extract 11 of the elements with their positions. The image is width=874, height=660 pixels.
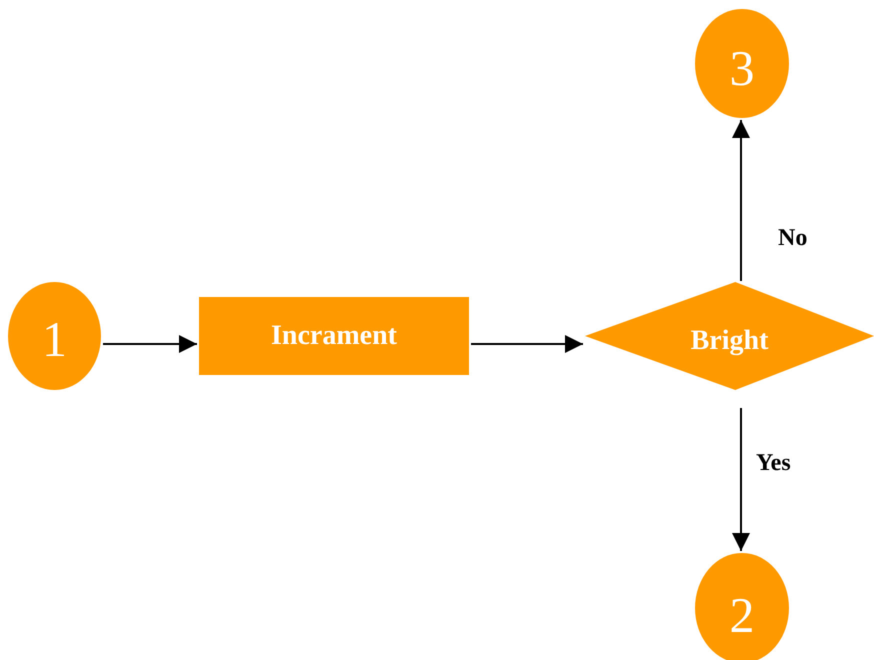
node-number: 1 — [42, 310, 67, 368]
node-label: Incrament — [271, 320, 397, 352]
arrow — [471, 335, 583, 353]
node-number: 2 — [730, 586, 754, 644]
node-label: Bright — [690, 325, 768, 357]
node-number: 3 — [730, 38, 754, 96]
process-box — [199, 297, 469, 375]
decision-diamond — [585, 282, 874, 390]
arrow — [732, 408, 750, 551]
arrow — [103, 335, 197, 353]
arrow — [732, 120, 750, 281]
